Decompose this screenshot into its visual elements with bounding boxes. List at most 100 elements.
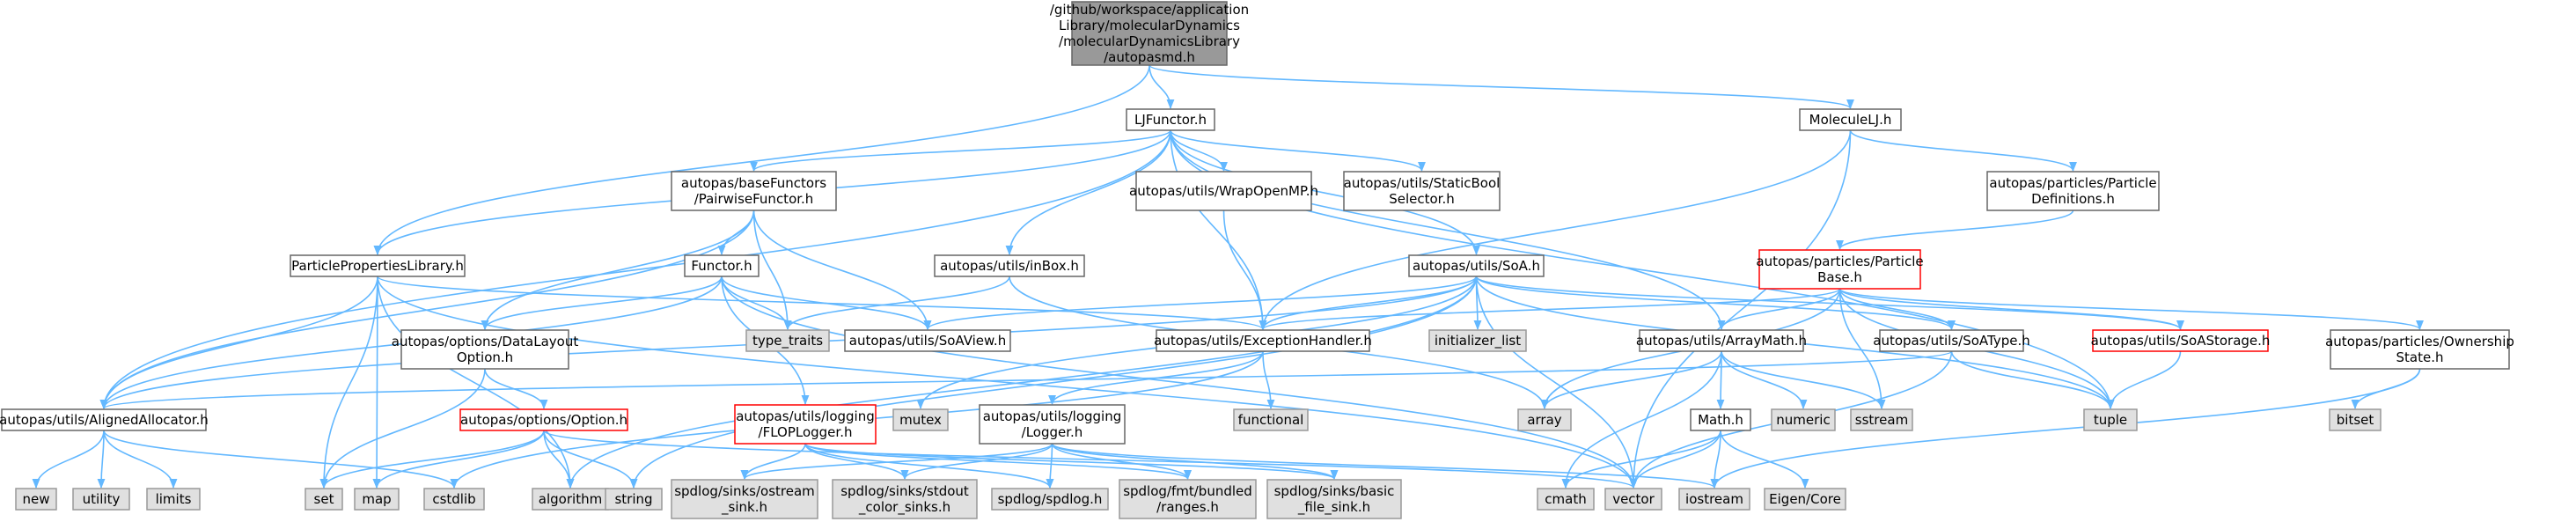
node-exceptionhandler[interactable]: autopas/utils/ExceptionHandler.h xyxy=(1154,329,1372,352)
node-moleculelj[interactable]: MoleculeLJ.h xyxy=(1799,108,1902,131)
node-soa-box xyxy=(1408,254,1545,277)
node-eigen-label-line-0: Eigen/Core xyxy=(1769,491,1841,507)
node-cstdlib-box xyxy=(423,488,485,511)
node-ljfunctor[interactable]: LJFunctor.h xyxy=(1126,108,1215,131)
node-set-label-line-0: set xyxy=(314,491,334,507)
node-wrapopenmp-label-line-0: autopas/utils/WrapOpenMP.h xyxy=(1129,183,1318,199)
edge-root-to-ljfunctor xyxy=(1149,64,1175,110)
node-floplogger[interactable]: autopas/utils/logging/FLOPLogger.h xyxy=(734,404,877,445)
edge-arraymath-to-cmath xyxy=(1561,350,1722,489)
edge-soa-to-string xyxy=(629,276,1478,489)
node-soastorage[interactable]: autopas/utils/SoAStorage.h xyxy=(2091,329,2271,352)
node-soastorage-label-line-0: autopas/utils/SoAStorage.h xyxy=(2091,333,2271,349)
edge-ljfunctor-to-exceptionhandler xyxy=(1170,129,1267,331)
node-floplogger-label-line-1: /FLOPLogger.h xyxy=(759,424,853,440)
node-soa[interactable]: autopas/utils/SoA.h xyxy=(1408,254,1545,277)
node-root[interactable]: /github/workspace/applicationLibrary/mol… xyxy=(1050,1,1249,66)
node-functor[interactable]: Functor.h xyxy=(684,254,760,277)
node-array-label-line-0: array xyxy=(1527,412,1561,428)
node-particleproplib[interactable]: ParticlePropertiesLibrary.h xyxy=(290,254,466,277)
node-ljfunctor-box xyxy=(1126,108,1215,131)
node-soa-label-line-0: autopas/utils/SoA.h xyxy=(1413,258,1540,274)
node-fmt_ranges-label-line-1: /ranges.h xyxy=(1156,499,1219,515)
edge-mathh-to-eigen xyxy=(1720,430,1809,489)
node-stdout_sinks-label-line-0: spdlog/sinks/stdout xyxy=(840,483,969,499)
node-particleproplib-label-line-0: ParticlePropertiesLibrary.h xyxy=(291,258,464,274)
node-stdout_sinks-label-line-1: _color_sinks.h xyxy=(858,499,950,516)
node-tuple: tuple xyxy=(2083,408,2138,431)
edge-particleproplib-to-alignedalloc xyxy=(99,276,378,410)
node-root-label-line-3: /autopasmd.h xyxy=(1104,49,1195,65)
node-ostream_sink: spdlog/sinks/ostream_sink.h xyxy=(671,479,818,519)
node-ownership-label-line-1: State.h xyxy=(2396,349,2444,365)
node-wrapopenmp[interactable]: autopas/utils/WrapOpenMP.h xyxy=(1129,171,1318,211)
node-mathh[interactable]: Math.h xyxy=(1690,408,1751,431)
node-sstream: sstream xyxy=(1850,408,1913,431)
edge-particlebase-to-soastorage xyxy=(1838,288,2184,331)
node-particledefs-label-line-1: Definitions.h xyxy=(2031,191,2115,207)
node-datalayout-box xyxy=(400,329,569,370)
edge-soa-to-algorithm xyxy=(566,276,1478,489)
edge-pairwise-to-functor xyxy=(717,210,755,256)
node-alignedalloc[interactable]: autopas/utils/AlignedAllocator.h xyxy=(0,408,209,431)
edge-particlebase-to-sstream xyxy=(1838,288,1886,410)
edge-inbox-to-type_traits xyxy=(783,276,1010,331)
node-array-box xyxy=(1517,408,1572,431)
node-staticbool-label-line-0: autopas/utils/StaticBool xyxy=(1344,175,1501,191)
edge-ljfunctor-to-arraymath xyxy=(1170,129,1726,331)
edge-moleculelj-to-particledefs xyxy=(1849,129,2077,173)
node-particlebase-label-line-0: autopas/particles/Particle xyxy=(1756,254,1923,269)
node-stdout_sinks: spdlog/sinks/stdout_color_sinks.h xyxy=(832,479,978,519)
node-map-box xyxy=(354,488,400,511)
node-moleculelj-box xyxy=(1799,108,1902,131)
edge-pairwise-to-datalayout xyxy=(481,210,755,331)
node-moleculelj-label-line-0: MoleculeLJ.h xyxy=(1809,112,1892,128)
node-functional: functional xyxy=(1233,408,1309,431)
node-soaview[interactable]: autopas/utils/SoAView.h xyxy=(844,329,1011,352)
edge-particleproplib-to-vector xyxy=(377,276,1638,489)
node-inbox[interactable]: autopas/utils/inBox.h xyxy=(934,254,1085,277)
node-arraymath[interactable]: autopas/utils/ArrayMath.h xyxy=(1636,329,1807,352)
node-map: map xyxy=(354,488,400,511)
node-fmt_ranges-box xyxy=(1119,479,1257,519)
edge-functor-to-soaview xyxy=(721,276,932,331)
node-eigen-box xyxy=(1764,488,1846,511)
node-pairwise-label-line-0: autopas/baseFunctors xyxy=(681,175,826,191)
node-numeric: numeric xyxy=(1771,408,1836,431)
node-type_traits-label-line-0: type_traits xyxy=(752,333,823,349)
node-logger[interactable]: autopas/utils/logging/Logger.h xyxy=(979,404,1126,445)
edge-logger-to-ostream_sink xyxy=(740,443,1053,481)
node-bitset-box xyxy=(2329,408,2382,431)
edge-alignedalloc-to-limits xyxy=(103,430,178,489)
node-type_traits: type_traits xyxy=(745,329,830,352)
node-logger-label-line-0: autopas/utils/logging xyxy=(983,408,1122,424)
edge-particlebase-to-soatype xyxy=(1838,288,1956,331)
edge-root-to-moleculelj xyxy=(1149,64,1854,110)
node-pairwise[interactable]: autopas/baseFunctors/PairwiseFunctor.h xyxy=(671,171,837,211)
node-numeric-box xyxy=(1771,408,1836,431)
node-soaview-label-line-0: autopas/utils/SoAView.h xyxy=(849,333,1006,349)
edge-ljfunctor-to-inbox xyxy=(1005,129,1171,256)
node-soatype[interactable]: autopas/utils/SoAType.h xyxy=(1873,329,2030,352)
node-vector-box xyxy=(1604,488,1662,511)
node-ownership-box xyxy=(2330,329,2510,370)
node-option[interactable]: autopas/options/Option.h xyxy=(459,408,628,431)
node-array: array xyxy=(1517,408,1572,431)
edge-logger-to-basic_file_sink xyxy=(1051,443,1339,481)
edge-soa-to-soaview xyxy=(923,276,1478,331)
node-staticbool-label-line-1: Selector.h xyxy=(1389,191,1455,207)
node-floplogger-label-line-0: autopas/utils/logging xyxy=(736,408,875,424)
node-tuple-label-line-0: tuple xyxy=(2094,412,2127,428)
edge-soastorage-to-tuple xyxy=(2106,350,2182,410)
node-type_traits-box xyxy=(745,329,830,352)
node-alignedalloc-label-line-0: autopas/utils/AlignedAllocator.h xyxy=(0,412,209,428)
edge-soa-to-vector xyxy=(1475,276,1638,489)
edge-ownership-to-iostream xyxy=(1710,368,2421,489)
node-soatype-box xyxy=(1879,329,2024,352)
node-spdlog-box xyxy=(991,488,1109,511)
